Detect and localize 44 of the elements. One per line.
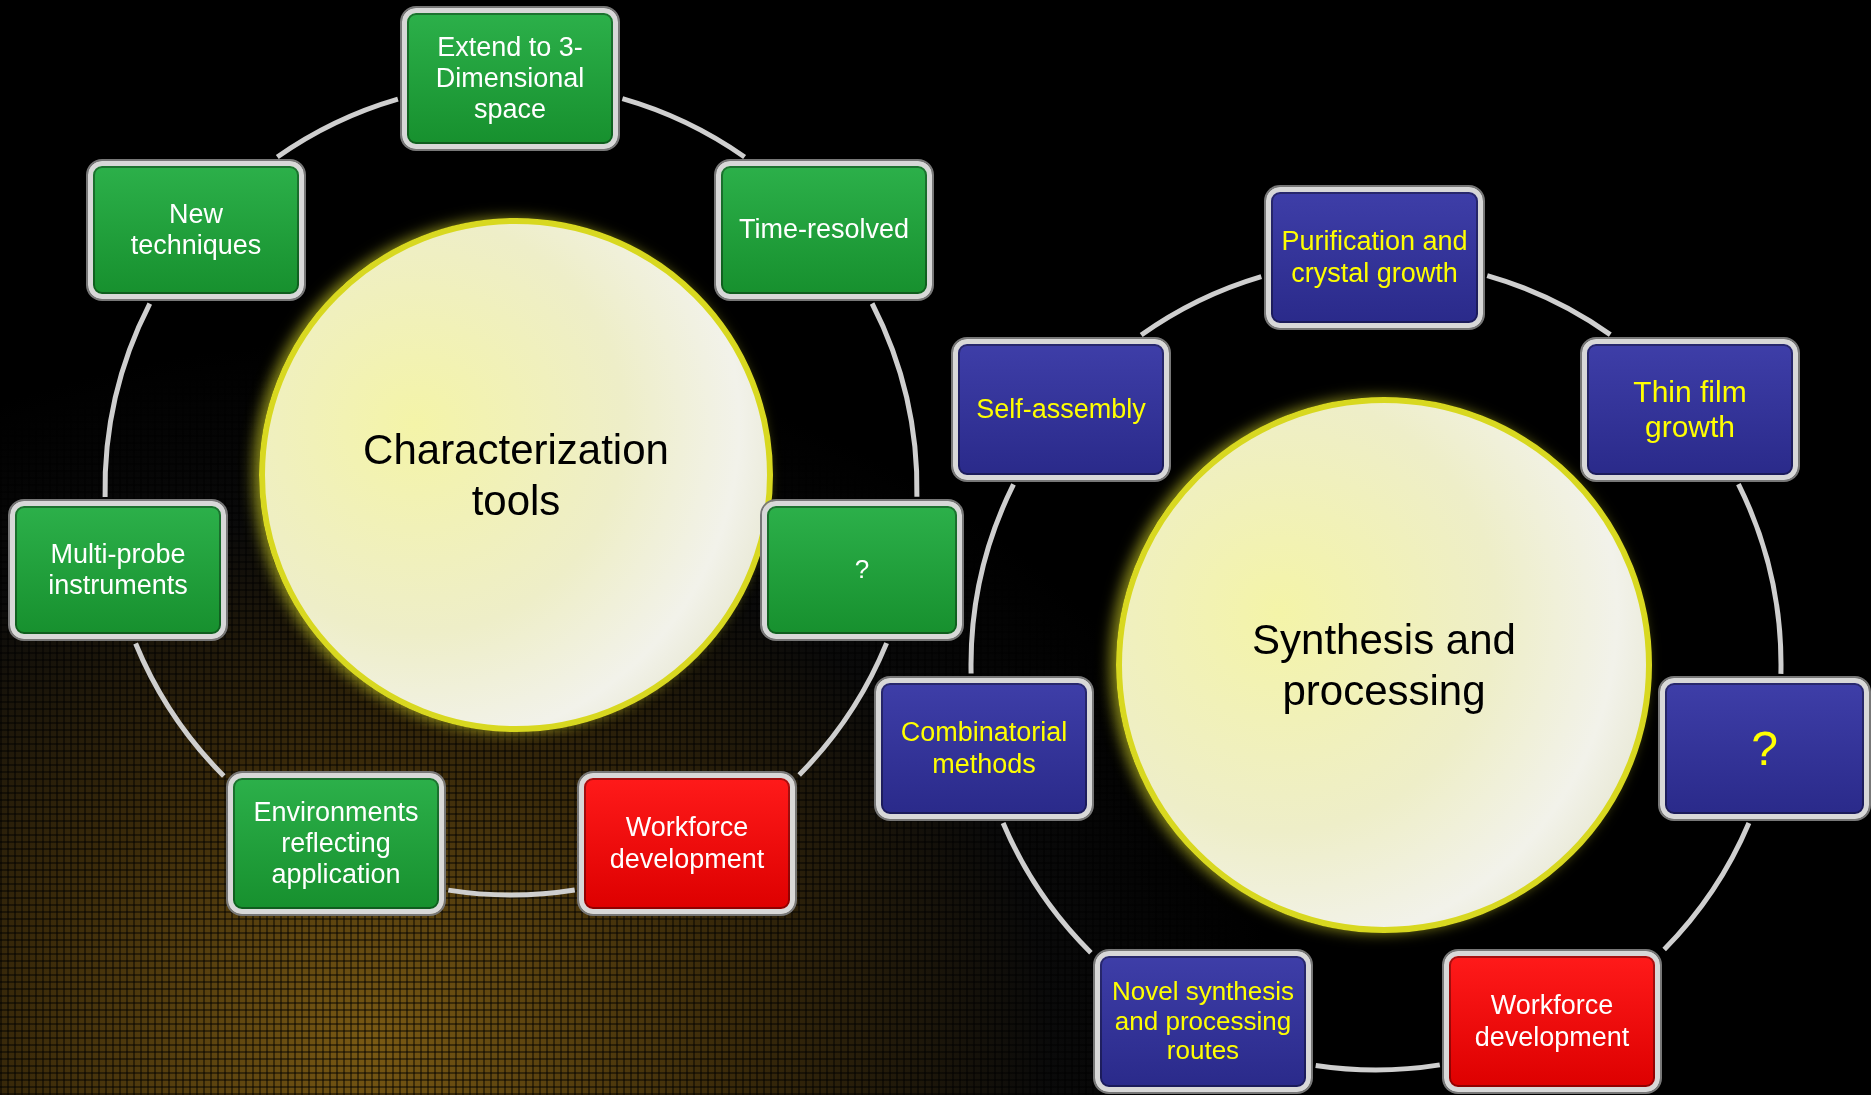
- topic-label: Characterization tools: [362, 424, 670, 526]
- topic-box: [716, 161, 932, 299]
- box-label: Workforce development: [608, 812, 766, 875]
- topic-box: [1095, 951, 1311, 1092]
- box-label: Purification and crystal growth: [1281, 226, 1468, 289]
- box-label: Time-resolved: [738, 214, 909, 246]
- ring-connector: [1662, 821, 1752, 952]
- topic-box: [402, 8, 618, 149]
- topic-box: [1582, 339, 1798, 480]
- topic-box: [10, 501, 226, 639]
- box-label: Novel synthesis and processing routes: [1110, 976, 1296, 1067]
- box-label: Extend to 3-Dimensional space: [434, 31, 586, 126]
- ring-connector: [275, 96, 399, 160]
- topic-box: [88, 161, 304, 299]
- topic-box: [1444, 951, 1660, 1092]
- topic-box: [228, 773, 444, 914]
- box-label: Combinatorial methods: [899, 717, 1069, 780]
- box-label: Environments reflecting application: [252, 796, 420, 891]
- box-label: New techniques: [129, 198, 263, 262]
- topic-box: [876, 678, 1092, 819]
- ring-connector: [1139, 274, 1263, 338]
- ring-connector: [869, 302, 920, 497]
- topic-box: [1660, 678, 1869, 819]
- ring-connector: [448, 887, 575, 898]
- box-label: Thin film growth: [1632, 375, 1748, 444]
- ring-connector: [797, 642, 889, 777]
- topic-box: [579, 773, 795, 914]
- ring-connector: [102, 302, 153, 498]
- ring-connector: [968, 483, 1016, 674]
- topic-label: Synthesis and processing: [1251, 614, 1517, 716]
- ring-connector: [1736, 483, 1784, 674]
- box-label: ?: [854, 555, 870, 585]
- ring-connector: [1486, 273, 1612, 337]
- box-label: ?: [1751, 720, 1778, 777]
- box-label: Multi-probe instruments: [47, 538, 189, 602]
- box-label: Self-assembly: [976, 393, 1146, 425]
- topic-box: [762, 501, 962, 639]
- topic-box: [953, 339, 1169, 480]
- topic-box: [1266, 187, 1483, 328]
- ring-connector: [621, 96, 746, 160]
- ring-connector: [1315, 1062, 1441, 1073]
- ring-connector: [133, 642, 226, 778]
- box-label: Workforce development: [1473, 990, 1631, 1053]
- ring-connector: [1000, 821, 1093, 955]
